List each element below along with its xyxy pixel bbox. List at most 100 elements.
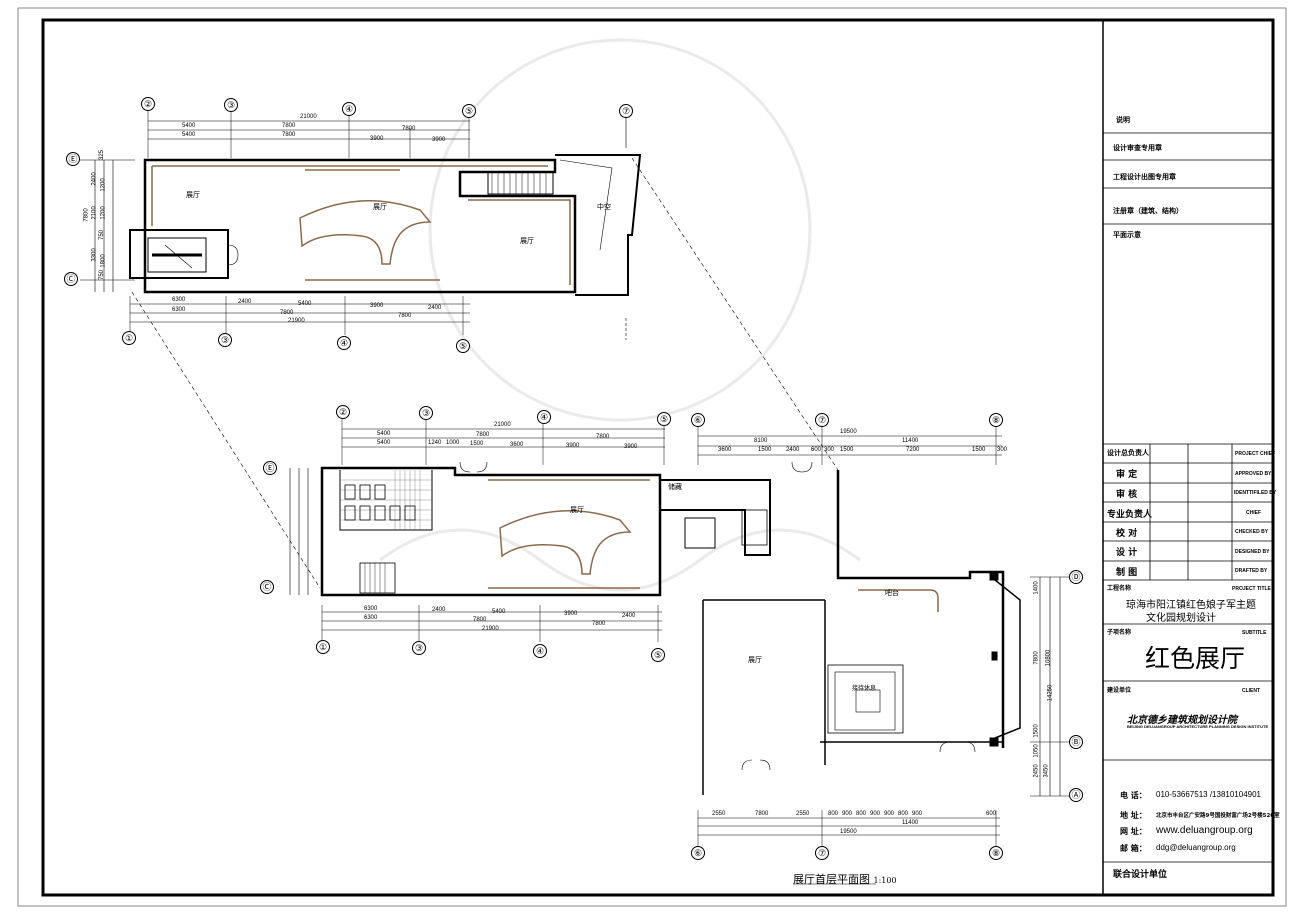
dim-text: 1200 [100, 206, 107, 220]
dim-text: 3900 [564, 611, 578, 617]
dim-text: 7800 [596, 434, 610, 440]
axis-marker: ⑤ [462, 104, 476, 118]
axis-marker: ⑤ [657, 412, 671, 426]
room-label-void: 中空 [597, 203, 611, 211]
dim-text: 6300 [172, 297, 186, 303]
tb-web[interactable]: www.deluangroup.org [1156, 825, 1253, 836]
tb-role-en: CHIEF [1246, 510, 1261, 516]
tb-mail-label: 邮 箱： [1120, 844, 1147, 853]
axis-marker: ③ [224, 98, 238, 112]
room-label-hall: 展厅 [570, 506, 584, 514]
tb-role-en: APPROVED BY [1235, 471, 1272, 477]
dim-text: 7800 [592, 621, 606, 627]
dim-text: 600 [811, 447, 822, 453]
tb-project-name-1: 琼海市阳江镇红色娘子军主题 [1126, 600, 1256, 611]
dim-text: 7800 [282, 123, 296, 129]
axis-marker: ⑥ [691, 413, 705, 427]
dim-text: 750 [99, 269, 106, 281]
projection-line-right [631, 157, 839, 471]
axis-marker: ⑥ [691, 846, 705, 860]
dim-text: 21000 [494, 422, 511, 428]
inner-frame [41, 18, 1275, 897]
tb-mail[interactable]: ddg@deluangroup.org [1156, 843, 1236, 852]
dim-text: 750 [99, 229, 106, 241]
tb-tel: 010-53667513 /13810104901 [1156, 790, 1261, 799]
room-label-storage: 储藏 [668, 483, 682, 491]
dim-text: 7800 [83, 208, 90, 222]
dim-text: 5400 [298, 301, 312, 307]
dim-text: 2400 [91, 172, 98, 186]
tb-role: 设 计 [1116, 548, 1138, 558]
tb-project-label: 工程名称 [1107, 585, 1132, 592]
dim-text: 21900 [482, 626, 499, 632]
dim-text: 7800 [1033, 651, 1040, 665]
axis-marker: ⑤ [651, 648, 665, 662]
dim-text: 1050 [1033, 744, 1040, 758]
dim-text: 800 [856, 811, 867, 817]
dim-text: 6300 [364, 606, 378, 612]
dim-text: 7800 [282, 132, 296, 138]
dim-text: 11400 [902, 438, 919, 444]
dim-text: 21900 [288, 318, 305, 324]
axis-marker: Ⓒ [64, 272, 78, 286]
dim-text: 3300 [91, 248, 98, 262]
dim-text: 1500 [840, 447, 854, 453]
dim-text: 3900 [432, 137, 446, 143]
dim-text: 3900 [566, 443, 580, 449]
tb-role-en: IDENTTIFILED BY [1234, 490, 1277, 496]
dim-text: 325 [99, 149, 106, 161]
dim-text: 3600 [718, 447, 732, 453]
axis-marker: ④ [537, 410, 551, 424]
tb-company-en: BEIJING DELUANGROUP ARCHITECTURE PLANNIN… [1127, 724, 1269, 729]
dim-text: 2400 [622, 613, 636, 619]
dim-text: 8100 [754, 438, 768, 444]
axis-marker: ② [141, 97, 155, 111]
dim-text: 5400 [492, 609, 506, 615]
axis-marker: Ⓓ [1069, 570, 1083, 584]
tb-client-label: 建设单位 [1107, 687, 1132, 694]
dim-text: 800 [898, 811, 909, 817]
room-label-hall-1: 展厅 [186, 191, 200, 199]
tb-stamp-review: 设计审查专用章 [1113, 144, 1162, 152]
axis-marker: Ⓐ [1069, 788, 1083, 802]
projection-line-left [131, 291, 321, 589]
tb-subtitle-label-en: SUBTITLE [1242, 630, 1267, 636]
tb-tel-label: 电 话： [1120, 791, 1147, 800]
tb-joint: 联合设计单位 [1113, 870, 1168, 880]
tb-notes: 说明 [1116, 116, 1130, 124]
axis-marker: ② [336, 405, 350, 419]
dim-text: 900 [870, 811, 881, 817]
dim-text: 2550 [712, 811, 726, 817]
tb-client-label-en: CLIENT [1242, 688, 1261, 694]
dim-text: 19500 [840, 829, 857, 835]
dim-text: 3900 [370, 136, 384, 142]
dim-text: 1500 [972, 447, 986, 453]
dim-text: 3450 [1043, 764, 1050, 778]
dim-text: 1200 [100, 178, 107, 192]
axis-marker: ⑧ [989, 413, 1003, 427]
drawing-scale: 1:100 [873, 876, 897, 885]
axis-marker: Ⓔ [66, 152, 80, 166]
axis-marker: ① [122, 331, 136, 345]
room-label-lounge: 接待休息 [852, 685, 877, 692]
dim-text: 300 [997, 447, 1008, 453]
tb-role: 校 对 [1116, 529, 1138, 539]
dim-text: 21000 [300, 114, 317, 120]
dim-text: 7200 [906, 447, 920, 453]
dim-text: 6300 [172, 307, 186, 313]
dim-text: 6300 [364, 615, 378, 621]
tb-key-plan: 平面示意 [1113, 231, 1141, 239]
axis-marker: ④ [342, 102, 356, 116]
axis-marker: ① [316, 640, 330, 654]
drawing-title: 展厅首层平面图 1:100 [793, 871, 897, 887]
axis-marker: ④ [337, 336, 351, 350]
tb-role-en: DRAFTED BY [1235, 568, 1268, 574]
room-label-hall-3: 展厅 [520, 237, 534, 245]
axis-marker: Ⓑ [1069, 735, 1083, 749]
dim-text: 1500 [470, 441, 484, 447]
tb-role: 制 图 [1116, 568, 1138, 578]
tb-project-name-2: 文化园规划设计 [1146, 613, 1216, 624]
axis-marker: ③ [419, 406, 433, 420]
tb-role-en: DESIGNED BY [1235, 549, 1270, 555]
dim-text: 11400 [902, 820, 919, 826]
